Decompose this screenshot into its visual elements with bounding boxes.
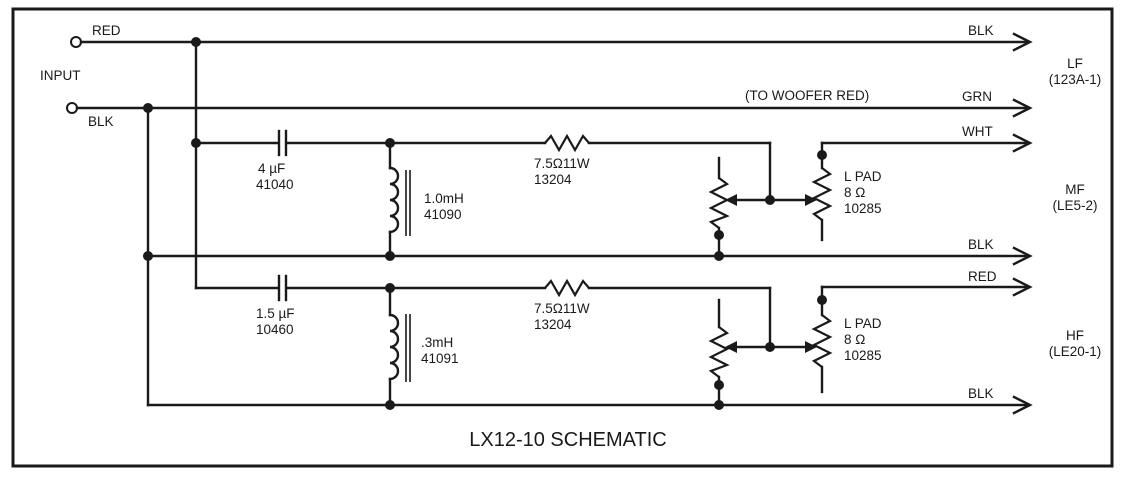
input-blk-label: BLK	[88, 114, 114, 129]
frame-border	[11, 7, 1114, 468]
junction	[143, 103, 153, 113]
hf-wire-red-label: RED	[968, 269, 997, 284]
input-label: INPUT	[40, 68, 81, 83]
mf-inductor-value: 1.0mH	[424, 191, 464, 206]
lf-wire-grn-label: GRN	[962, 89, 992, 104]
hf-wire-blk-label: BLK	[968, 386, 994, 401]
mf-inductor-part: 41090	[424, 207, 462, 222]
input-red-label: RED	[92, 23, 121, 38]
hf-lpad-symbol	[811, 314, 833, 368]
mf-shunt-pot-symbol	[708, 177, 730, 229]
mf-resistor-symbol	[544, 133, 590, 153]
hf-capacitor-part: 10460	[256, 322, 294, 337]
hf-driver-model: (LE20-1)	[1049, 344, 1102, 359]
hf-resistor-part: 13204	[534, 317, 572, 332]
junction	[817, 150, 827, 160]
hf-inductor-coil	[388, 313, 400, 381]
mf-wire-wht-label: WHT	[962, 124, 993, 139]
mf-capacitor-value: 4 µF	[258, 161, 285, 176]
hf-lpad-part: 10285	[844, 348, 882, 363]
mf-driver-model: (LE5-2)	[1052, 198, 1097, 213]
hf-lpad-name: L PAD	[844, 316, 882, 331]
hf-resistor-symbol	[544, 278, 590, 298]
lf-driver-name: LF	[1067, 56, 1083, 71]
mf-resistor-part: 13204	[534, 172, 572, 187]
junction	[714, 380, 724, 390]
lf-wire-blk-label: BLK	[968, 23, 994, 38]
junction	[714, 230, 724, 240]
arrow-lf-grn	[1012, 98, 1033, 118]
input-terminal-red	[70, 36, 82, 48]
hf-inductor-value: .3mH	[421, 335, 453, 350]
junction	[385, 251, 395, 261]
schematic-title: LX12-10 SCHEMATIC	[469, 429, 666, 451]
hf-driver-name: HF	[1066, 328, 1084, 343]
arrow-mf-blk	[1012, 246, 1033, 266]
lf-note-label: (TO WOOFER RED)	[745, 88, 869, 103]
lf-driver-model: (123A-1)	[1049, 72, 1102, 87]
mf-wire-blk-label: BLK	[968, 237, 994, 252]
mf-resistor-value: 7.5Ω11W	[534, 156, 590, 171]
arrow-hf-blk	[1012, 395, 1033, 415]
wiper-arrow	[725, 341, 737, 353]
hf-capacitor-value: 1.5 µF	[256, 306, 295, 321]
wiper-arrow	[725, 194, 737, 206]
arrow-hf-red	[1012, 277, 1033, 297]
mf-lpad-part: 10285	[844, 201, 882, 216]
junction	[765, 342, 775, 352]
junction	[817, 295, 827, 305]
input-terminal-blk	[66, 102, 78, 114]
wiper-arrow	[805, 194, 817, 206]
junction	[191, 37, 201, 47]
mf-capacitor-part: 41040	[256, 177, 294, 192]
mf-lpad-symbol	[811, 167, 833, 221]
arrow-lf-blk	[1012, 32, 1033, 52]
arrow-mf-wht	[1012, 133, 1033, 153]
hf-lpad-value: 8 Ω	[844, 332, 865, 347]
mf-lpad-value: 8 Ω	[844, 185, 865, 200]
hf-inductor-part: 41091	[421, 351, 459, 366]
mf-driver-name: MF	[1065, 182, 1085, 197]
mf-lpad-name: L PAD	[844, 169, 882, 184]
junction	[765, 195, 775, 205]
hf-shunt-pot-symbol	[708, 326, 730, 378]
mf-inductor-coil	[388, 166, 400, 234]
wiper-arrow	[805, 341, 817, 353]
junction	[385, 400, 395, 410]
hf-resistor-value: 7.5Ω11W	[534, 301, 590, 316]
